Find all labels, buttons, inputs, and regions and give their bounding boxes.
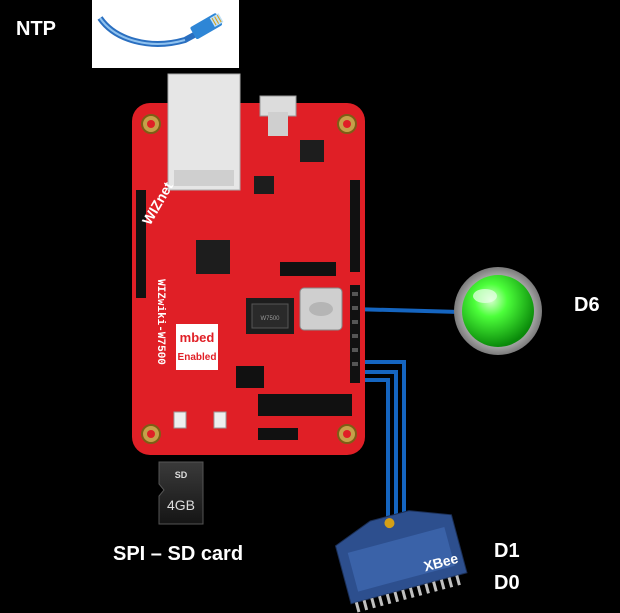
ethernet-cable-picture <box>92 0 239 68</box>
mbed-logo: mbed Enabled <box>176 324 218 370</box>
label-d6: D6 <box>574 294 600 316</box>
wire-rx <box>359 378 390 522</box>
label-ntp: NTP <box>16 18 56 40</box>
sd-capacity: 4GB <box>167 497 195 513</box>
label-d0: D0 <box>494 572 520 594</box>
reset-button <box>173 411 187 429</box>
board-model: WIZwiki-W7500 <box>154 279 166 365</box>
svg-text:Enabled: Enabled <box>178 352 217 363</box>
wire-d0 <box>357 370 398 522</box>
xbee-module: XBee <box>334 510 468 613</box>
label-spi-sd-card: SPI – SD card <box>113 543 244 565</box>
ic-chip-left <box>196 240 230 274</box>
led-d6 <box>454 267 542 355</box>
sd-badge: SD <box>175 470 188 480</box>
bottom-header <box>258 394 352 416</box>
header-left <box>136 190 146 298</box>
wizwiki-board: W7500 WIZnet WIZwiki-W7500 mbed Enabled <box>132 73 365 455</box>
wire-d1 <box>355 360 406 522</box>
sd-card: SD 4GB <box>158 461 204 525</box>
header-right-top <box>350 180 360 272</box>
wire-d6 <box>351 307 461 314</box>
chip-label: W7500 <box>260 316 280 322</box>
wires <box>351 307 461 522</box>
isp-button <box>213 411 227 429</box>
svg-text:mbed: mbed <box>180 330 215 345</box>
label-d1: D1 <box>494 540 520 562</box>
